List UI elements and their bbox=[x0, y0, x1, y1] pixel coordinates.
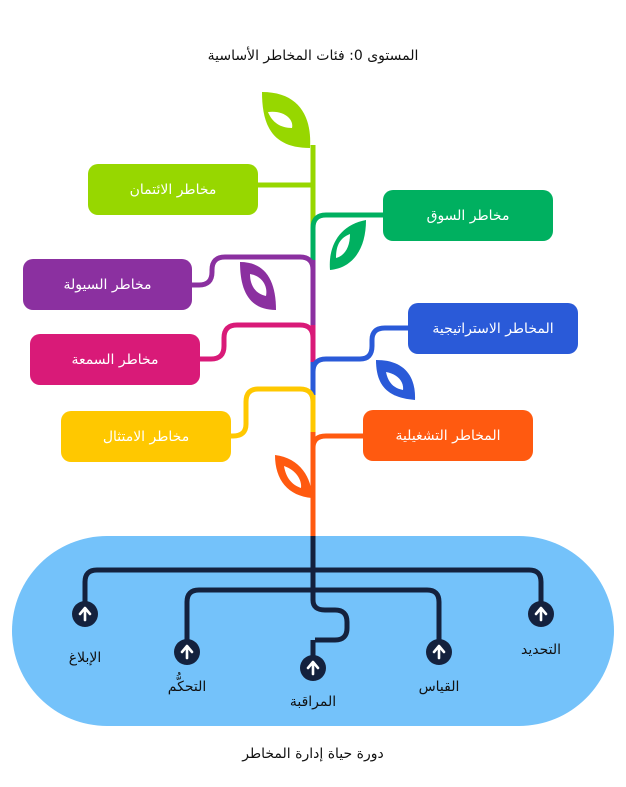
branch-reputation bbox=[200, 322, 316, 362]
stage-label-report: الإبلاغ bbox=[68, 650, 102, 666]
lifecycle-branch-inner-left bbox=[184, 587, 313, 650]
stage-label-measure: القياس bbox=[418, 679, 460, 695]
arrow-up-icon bbox=[534, 606, 548, 622]
category-operational: المخاطر التشغيلية bbox=[363, 410, 533, 461]
arrow-up-icon bbox=[78, 606, 92, 622]
category-reputation: مخاطر السمعة bbox=[30, 334, 200, 385]
arrow-up-icon bbox=[180, 644, 194, 660]
stage-label-monitor: المراقبة bbox=[289, 694, 337, 710]
category-market: مخاطر السوق bbox=[383, 190, 553, 241]
stage-label-identify: التحديد bbox=[520, 642, 561, 658]
diagram-title: المستوى 0: فئات المخاطر الأساسية bbox=[207, 48, 419, 64]
category-compliance: مخاطر الامتثال bbox=[61, 411, 231, 462]
lifecycle-pool bbox=[12, 536, 614, 726]
branch-strategic bbox=[310, 325, 408, 380]
arrow-up-icon bbox=[306, 660, 320, 676]
branch-liquidity bbox=[192, 254, 316, 300]
category-credit: مخاطر الائتمان bbox=[88, 164, 258, 215]
branch-operational bbox=[310, 433, 363, 460]
diagram-footer: دورة حياة إدارة المخاطر bbox=[242, 746, 384, 762]
branch-compliance bbox=[228, 386, 316, 439]
arrow-up-icon bbox=[432, 644, 446, 660]
lifecycle-branch-left bbox=[82, 567, 313, 612]
category-strategic: المخاطر الاستراتيجية bbox=[408, 303, 578, 354]
trunk-dark bbox=[310, 536, 350, 643]
category-liquidity: مخاطر السيولة bbox=[23, 259, 192, 310]
branch-market bbox=[310, 212, 383, 250]
stage-label-control: التحكُّم bbox=[167, 679, 207, 695]
lifecycle-branch-right bbox=[313, 567, 544, 612]
lifecycle-branch-inner-right bbox=[313, 587, 442, 650]
